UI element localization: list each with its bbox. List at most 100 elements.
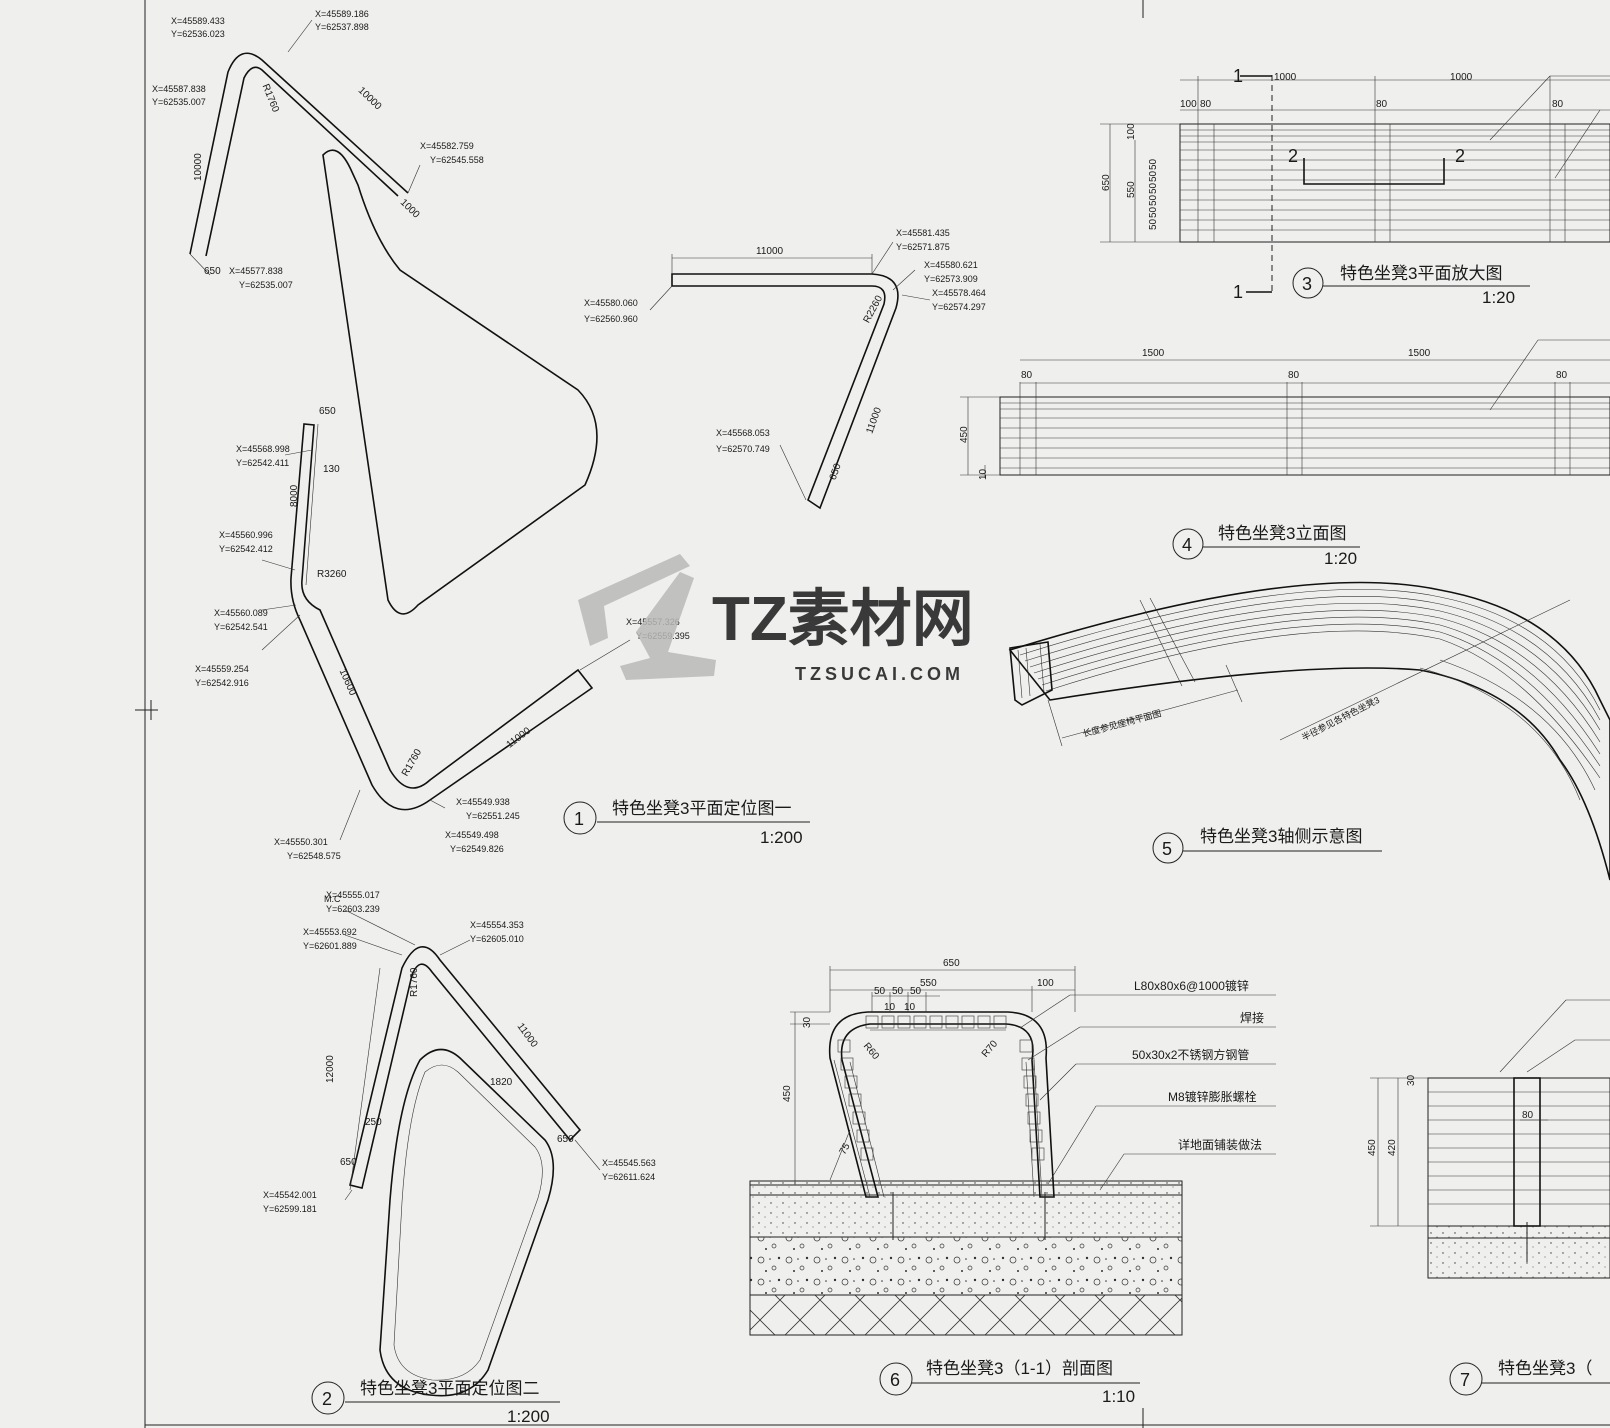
dim-label: 75 xyxy=(838,1141,853,1157)
coord-label: Y=62599.181 xyxy=(263,1204,317,1214)
dim-label: 1500 xyxy=(1142,348,1165,359)
dim-label: 10600 xyxy=(337,667,359,697)
dim-label: 450 xyxy=(782,1085,793,1102)
dim-label: 11000 xyxy=(756,246,784,257)
coord-label: X=45587.838 xyxy=(152,84,206,94)
section-mark: 1 xyxy=(1233,66,1243,86)
dim-label: 10 xyxy=(978,468,989,480)
coord-label: X=45581.435 xyxy=(896,228,950,238)
dim-label: 100 xyxy=(1180,99,1197,110)
coord-label: X=45549.938 xyxy=(456,797,510,807)
note-label: 50x30x2不锈钢方钢管 xyxy=(1132,1047,1249,1062)
coord-label: Y=62605.010 xyxy=(470,934,524,944)
coord-label: X=45589.186 xyxy=(315,9,369,19)
dim-label: 10000 xyxy=(356,85,384,113)
coord-label: Y=62570.749 xyxy=(716,444,770,454)
mc-label: M.C xyxy=(324,894,341,904)
dim-label: 80 xyxy=(1200,99,1212,110)
dim-label: 50 xyxy=(892,986,904,997)
view-4-elevation: 1500 1500 80 80 80 450 10 4 特色坐凳3立面图 1:2… xyxy=(959,339,1610,568)
coord-label: X=45542.001 xyxy=(263,1190,317,1200)
view-scale: 1:200 xyxy=(760,828,803,847)
view-2-plan: M.C X=45555.017 Y=62603.239 X=45553.692 … xyxy=(263,890,656,1426)
view-number-circle xyxy=(1172,528,1204,560)
dim-label: 80 xyxy=(1288,370,1300,381)
dim-label: 550 xyxy=(920,978,937,989)
dim-label: 10000 xyxy=(193,153,204,181)
coord-label: X=45577.838 xyxy=(229,266,283,276)
dim-label: 12000 xyxy=(325,1055,336,1083)
dim-label: 650 xyxy=(1101,174,1112,191)
dim-label: R1760 xyxy=(409,967,420,997)
coord-label: X=45554.353 xyxy=(470,920,524,930)
view-scale: 1:10 xyxy=(1102,1387,1135,1406)
dim-label: 1000 xyxy=(1274,72,1297,83)
view-number: 6 xyxy=(890,1370,900,1390)
view-3-plan-enlarged: 1 1 2 2 1000 1000 100 80 80 80 650 100 5… xyxy=(1100,66,1610,307)
coord-label: X=45553.692 xyxy=(303,927,357,937)
section-mark: 1 xyxy=(1233,282,1243,302)
view-title: 特色坐凳3轴侧示意图 xyxy=(1200,827,1362,846)
view-number-circle xyxy=(1152,832,1184,864)
view-number-circle xyxy=(879,1362,913,1396)
coord-label: Y=62542.411 xyxy=(236,458,289,468)
dim-label: 550 xyxy=(1126,181,1137,198)
dim-label: 8000 xyxy=(289,484,300,507)
view-scale: 1:20 xyxy=(1482,288,1515,307)
dim-label: 1000 xyxy=(1450,72,1473,83)
dim-label: 100 xyxy=(1126,123,1137,140)
view-title: 特色坐凳3平面定位图一 xyxy=(612,799,791,818)
coord-label: X=45589.433 xyxy=(171,16,225,26)
view-number: 3 xyxy=(1302,274,1312,294)
coord-label: X=45560.089 xyxy=(214,608,268,618)
dim-label: 50 xyxy=(1148,158,1159,170)
slat-lines xyxy=(1180,124,1610,242)
view-number-circle xyxy=(1449,1362,1483,1396)
dim-label: 420 xyxy=(1387,1139,1398,1156)
dim-label: 450 xyxy=(959,426,970,443)
dim-label: 50 xyxy=(1148,194,1159,206)
dim-label: 1000 xyxy=(398,197,422,221)
coord-label: Y=62537.898 xyxy=(315,22,369,32)
dim-label: 80 xyxy=(1556,370,1568,381)
dim-label: 650 xyxy=(340,1157,357,1168)
view-5-axonometric: 长度参见座椅平面图 半径参见各特色坐凳3 5 特色坐凳3轴侧示意图 xyxy=(1008,581,1610,881)
view-number: 7 xyxy=(1460,1370,1470,1390)
dim-label: 80 xyxy=(1376,99,1388,110)
coord-label: Y=62542.541 xyxy=(214,622,268,632)
dim-label: 650 xyxy=(204,266,221,277)
dim-label: 50 xyxy=(874,986,886,997)
note-label: L80x80x6@1000镀锌 xyxy=(1134,979,1249,993)
note-label: 焊接 xyxy=(1240,1010,1264,1025)
dim-label: 80 xyxy=(1522,1110,1534,1121)
coord-label: Y=62545.558 xyxy=(430,155,484,165)
coord-label: X=45582.759 xyxy=(420,141,474,151)
dim-label: 11000 xyxy=(515,1021,540,1050)
dim-label: 30 xyxy=(802,1016,813,1028)
view-7-section-partial: 30 80 450 420 7 特色坐凳3（ xyxy=(1367,999,1610,1396)
view-number-circle xyxy=(1292,267,1324,299)
dim-label: 650 xyxy=(557,1134,574,1145)
coord-label: X=45580.060 xyxy=(584,298,638,308)
coord-label: X=45555.017 xyxy=(326,890,380,900)
dim-label: 50 xyxy=(1148,218,1159,230)
logo-text: TZ素材网 xyxy=(712,585,974,654)
dim-label: R1760 xyxy=(260,83,281,115)
coord-label: X=45580.621 xyxy=(924,260,978,270)
coord-label: Y=62542.916 xyxy=(195,678,249,688)
note-label: M8镀锌膨胀螺栓 xyxy=(1168,1089,1257,1104)
dim-label: 250 xyxy=(365,1117,382,1128)
note-label: 长度参见座椅平面图 xyxy=(1081,707,1162,739)
dim-label: 80 xyxy=(1021,370,1033,381)
coord-label: Y=62573.909 xyxy=(924,274,978,284)
view-title: 特色坐凳3平面定位图二 xyxy=(360,1379,539,1398)
coord-label: X=45560.996 xyxy=(219,530,273,540)
dim-label: 50 xyxy=(910,986,922,997)
coord-label: X=45578.464 xyxy=(932,288,986,298)
dim-label: 10 xyxy=(884,1002,896,1013)
logo-mark xyxy=(578,554,690,646)
view-title: 特色坐凳3（ xyxy=(1498,1359,1592,1378)
dim-label: 130 xyxy=(323,464,340,475)
view-title: 特色坐凳3（1-1）剖面图 xyxy=(926,1359,1113,1378)
